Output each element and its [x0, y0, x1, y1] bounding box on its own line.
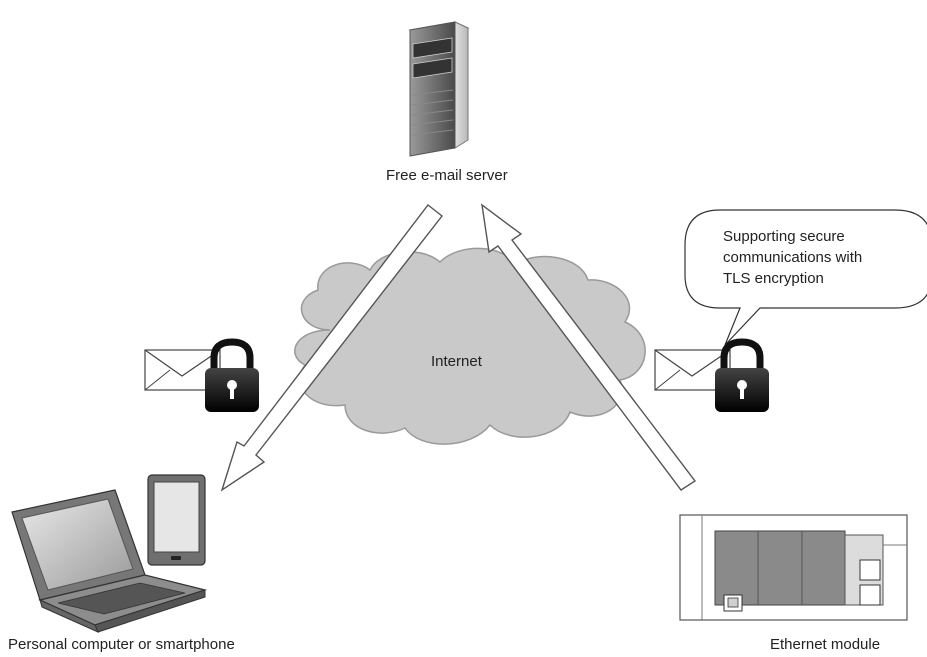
cloud-icon — [294, 247, 646, 445]
client-label: Personal computer or smartphone — [8, 636, 235, 653]
callout-line: communications with — [723, 249, 863, 266]
tablet-icon — [147, 474, 206, 566]
callout-line: TLS encryption — [723, 270, 824, 287]
padlock-icon — [205, 338, 259, 412]
arrow-module-to-server — [481, 203, 697, 491]
padlock-icon — [715, 338, 769, 412]
callout-text: Supporting secure communications with TL… — [723, 226, 862, 289]
plc-module-icon — [679, 514, 908, 621]
arrow-server-to-client — [220, 204, 443, 492]
callout-bubble — [684, 209, 927, 346]
server-label: Free e-mail server — [386, 167, 508, 184]
module-label: Ethernet module — [770, 636, 881, 653]
callout-line: Supporting secure — [723, 228, 845, 245]
laptop-icon — [11, 489, 208, 633]
internet-label: Internet — [431, 353, 482, 370]
server-icon — [408, 21, 470, 157]
